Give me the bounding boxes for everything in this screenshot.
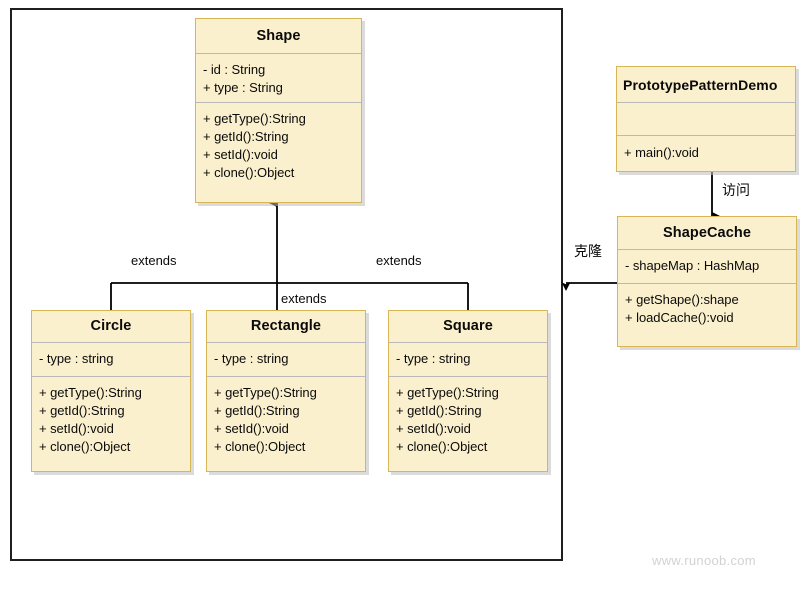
edge-label-extends-circle: extends (131, 253, 177, 268)
method-row: + loadCache():void (625, 310, 734, 325)
class-methods-prototypepatterndemo: + main():void (617, 135, 795, 173)
class-attributes-prototypepatterndemo (617, 102, 795, 135)
method-row: + setId():void (214, 421, 289, 436)
method-row: + getId():String (214, 403, 300, 418)
method-row: + setId():void (39, 421, 114, 436)
method-row: + getType():String (214, 385, 317, 400)
attribute-row: - type : string (39, 351, 114, 366)
class-title-circle: Circle (90, 318, 132, 335)
method-row: + clone():Object (396, 439, 488, 454)
method-row: + getType():String (396, 385, 499, 400)
class-methods-shape: + getType():String + getId():String + se… (196, 102, 361, 204)
method-row: + clone():Object (203, 165, 295, 180)
method-row: + clone():Object (39, 439, 131, 454)
attribute-row: - id : String (203, 62, 266, 77)
attribute-row: - type : string (396, 351, 471, 366)
watermark: www.runoob.com (652, 553, 756, 568)
edge-label-extends-square: extends (376, 253, 422, 268)
method-row: + getShape():shape (625, 292, 739, 307)
method-row: + getId():String (39, 403, 125, 418)
class-methods-square: + getType():String + getId():String + se… (389, 376, 547, 472)
attribute-row: - type : string (214, 351, 289, 366)
class-methods-shapecache: + getShape():shape + loadCache():void (618, 283, 796, 348)
method-row: + getType():String (203, 111, 306, 126)
attribute-row: - shapeMap : HashMap (625, 258, 760, 273)
method-row: + setId():void (203, 147, 278, 162)
class-box-circle[interactable]: Circle - type : string + getType():Strin… (31, 310, 191, 472)
class-title-rectangle: Rectangle (250, 318, 322, 335)
class-attributes-square: - type : string (389, 342, 547, 376)
class-box-prototypepatterndemo[interactable]: PrototypePatternDemo + main():void (616, 66, 796, 172)
method-row: + clone():Object (214, 439, 306, 454)
class-attributes-shapecache: - shapeMap : HashMap (618, 249, 796, 283)
class-title-square: Square (443, 318, 493, 335)
class-box-rectangle[interactable]: Rectangle - type : string + getType():St… (206, 310, 366, 472)
edge-label-clone: 克隆 (574, 243, 602, 259)
class-methods-circle: + getType():String + getId():String + se… (32, 376, 190, 472)
class-attributes-circle: - type : string (32, 342, 190, 376)
method-row: + setId():void (396, 421, 471, 436)
class-box-square[interactable]: Square - type : string + getType():Strin… (388, 310, 548, 472)
attribute-row: + type : String (203, 80, 283, 95)
class-attributes-rectangle: - type : string (207, 342, 365, 376)
class-box-shapecache[interactable]: ShapeCache - shapeMap : HashMap + getSha… (617, 216, 797, 347)
class-box-shape[interactable]: Shape - id : String + type : String + ge… (195, 18, 362, 203)
method-row: + getType():String (39, 385, 142, 400)
class-title-shapecache: ShapeCache (662, 224, 752, 241)
method-row: + main():void (624, 145, 699, 160)
edge-label-access: 访问 (722, 182, 750, 198)
class-attributes-shape: - id : String + type : String (196, 53, 361, 102)
class-title-prototypepatterndemo: PrototypePatternDemo (623, 76, 778, 93)
edge-label-extends-rectangle: extends (281, 291, 327, 306)
method-row: + getId():String (396, 403, 482, 418)
class-methods-rectangle: + getType():String + getId():String + se… (207, 376, 365, 472)
method-row: + getId():String (203, 129, 289, 144)
class-title-shape: Shape (256, 27, 301, 44)
